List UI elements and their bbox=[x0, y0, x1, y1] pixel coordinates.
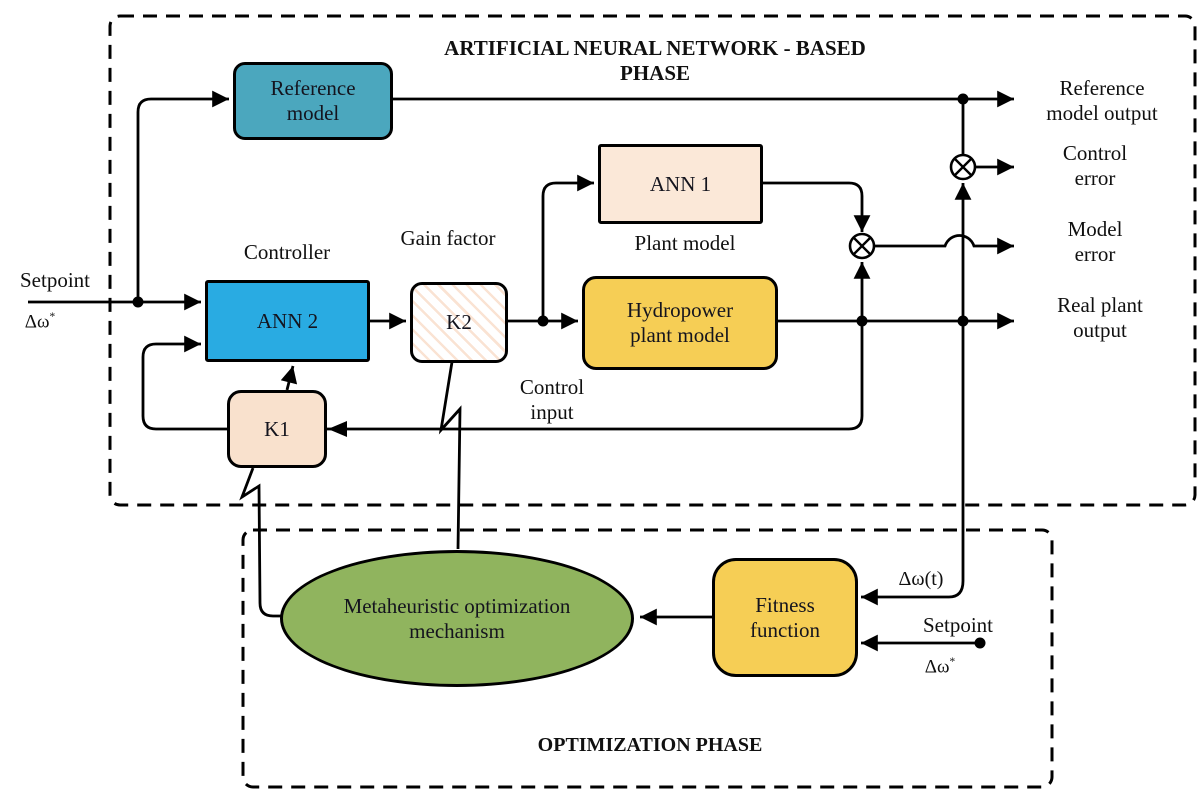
reference-model-output-label: Reference model output bbox=[1046, 76, 1157, 126]
ann-phase-title-line1: ARTIFICIAL NEURAL NETWORK - BASED bbox=[444, 36, 866, 60]
k2-label: K2 bbox=[446, 310, 472, 334]
setpoint-right-label: Setpoint bbox=[923, 613, 993, 638]
control-input-line2: input bbox=[530, 400, 574, 424]
controller-caption-text: Controller bbox=[243, 240, 331, 264]
hydropower-label-line2: plant model bbox=[630, 323, 730, 347]
ann-phase-title-line2: PHASE bbox=[619, 61, 691, 85]
optimization-phase-title-text: OPTIMIZATION PHASE bbox=[537, 734, 763, 756]
plant-frequency-label: Δω(t) bbox=[899, 567, 944, 592]
metaheuristic-label-line2: mechanism bbox=[409, 618, 505, 643]
fitness-label-line1: Fitness bbox=[755, 592, 815, 617]
junction-dot bbox=[957, 315, 969, 327]
control-error-label: Control error bbox=[1063, 141, 1127, 191]
wire-control-to-ann1 bbox=[541, 174, 594, 321]
ann-phase-border bbox=[108, 14, 1197, 507]
ann-phase-title: ARTIFICIAL NEURAL NETWORK - BASED PHASE bbox=[444, 36, 866, 86]
control-error-multiply-icon bbox=[949, 153, 977, 181]
real-plant-output-label: Real plant output bbox=[1057, 293, 1143, 343]
setpoint-left-label: Setpoint bbox=[20, 268, 90, 293]
junction-dot bbox=[856, 315, 868, 327]
wire-optimizer-to-k1-zigzag bbox=[239, 467, 282, 618]
setpoint-right-sup: * bbox=[949, 656, 956, 668]
setpoint-left-text: Setpoint bbox=[19, 268, 91, 292]
wire-optimizer-to-k2-zigzag bbox=[438, 361, 462, 550]
k2-gain-block: K2 bbox=[410, 282, 508, 363]
model-error-line1: Model bbox=[1067, 217, 1123, 241]
real-plant-output-line2: output bbox=[1073, 318, 1127, 342]
plant-model-caption-text: Plant model bbox=[634, 231, 736, 255]
controller-caption: Controller bbox=[244, 240, 330, 265]
fitness-label-line2: function bbox=[750, 617, 820, 642]
setpoint-left-delta-omega: Δω bbox=[24, 311, 50, 333]
k1-gain-block: K1 bbox=[227, 390, 327, 468]
ann1-label: ANN 1 bbox=[649, 171, 712, 196]
control-error-line1: Control bbox=[1062, 141, 1128, 165]
real-plant-output-line1: Real plant bbox=[1057, 293, 1143, 317]
reference-model-label-line1: Reference bbox=[270, 76, 356, 100]
wire-ann1-to-multiplier bbox=[763, 181, 871, 232]
ann2-controller-block: ANN 2 bbox=[205, 280, 370, 362]
hydropower-label-line1: Hydropower bbox=[626, 298, 734, 322]
fitness-function-block: Fitness function bbox=[712, 558, 858, 677]
optimization-phase-title: OPTIMIZATION PHASE bbox=[538, 733, 763, 758]
setpoint-left-sup: * bbox=[49, 311, 56, 323]
ann1-plant-model-block: ANN 1 bbox=[598, 144, 763, 224]
junction-dot bbox=[974, 637, 986, 649]
wire-feedback-loop bbox=[141, 321, 864, 431]
junction-dots bbox=[132, 93, 986, 649]
k1-label: K1 bbox=[264, 416, 290, 441]
wire-model-error bbox=[874, 234, 1014, 255]
junction-dot bbox=[132, 296, 144, 308]
plant-frequency-text: Δω(t) bbox=[898, 568, 944, 590]
ann2-label: ANN 2 bbox=[256, 308, 319, 333]
optimization-phase-border bbox=[241, 528, 1054, 789]
model-error-line2: error bbox=[1074, 242, 1116, 266]
reference-model-output-line1: Reference bbox=[1059, 76, 1145, 100]
model-error-multiply-icon bbox=[848, 232, 876, 260]
gain-factor-caption-text: Gain factor bbox=[400, 226, 496, 250]
wire-plant-frequency-to-fitness bbox=[861, 321, 965, 606]
junction-dot bbox=[957, 93, 969, 105]
reference-model-output-line2: model output bbox=[1046, 101, 1158, 125]
plant-model-caption: Plant model bbox=[635, 231, 736, 256]
wire-setpoint-to-reference-model bbox=[136, 90, 229, 302]
setpoint-right-text: Setpoint bbox=[922, 613, 994, 637]
reference-model-block: Reference model bbox=[233, 62, 393, 140]
control-error-line2: error bbox=[1074, 166, 1116, 190]
junction-dot bbox=[537, 315, 549, 327]
reference-model-label-line2: model bbox=[286, 101, 340, 125]
hydropower-plant-block: Hydropower plant model bbox=[582, 276, 778, 370]
setpoint-right-delta-omega: Δω bbox=[924, 656, 950, 678]
setpoint-right-symbol: Δω* bbox=[925, 650, 955, 679]
metaheuristic-label-line1: Metaheuristic optimization bbox=[343, 593, 571, 618]
metaheuristic-optimizer-block: Metaheuristic optimization mechanism bbox=[280, 550, 634, 687]
gain-factor-caption: Gain factor bbox=[400, 226, 495, 251]
wire-k1-to-ann2 bbox=[280, 365, 298, 391]
arrowhead-into-k1-icon bbox=[328, 421, 347, 437]
control-input-line1: Control bbox=[519, 375, 585, 399]
model-error-label: Model error bbox=[1068, 217, 1123, 267]
control-input-caption: Control input bbox=[520, 375, 584, 425]
setpoint-left-symbol: Δω* bbox=[25, 305, 55, 334]
